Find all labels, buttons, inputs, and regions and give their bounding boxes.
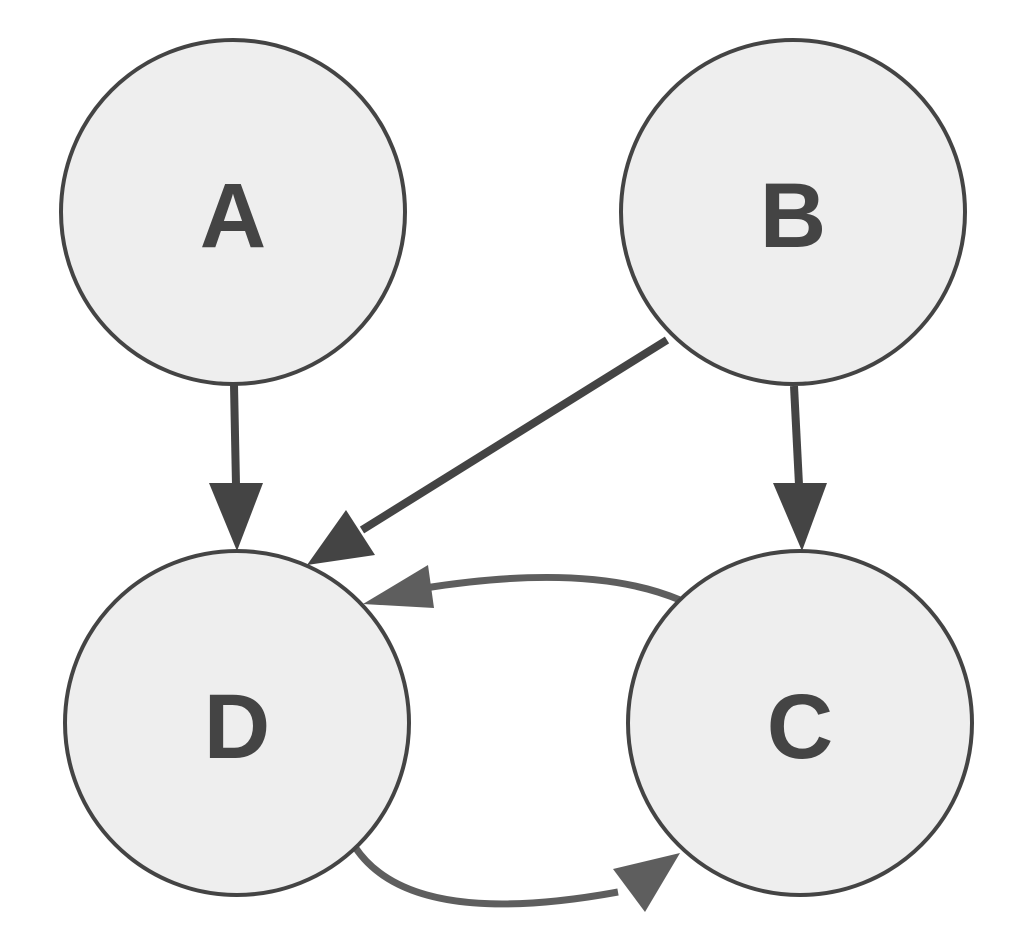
node-d[interactable]: D xyxy=(63,549,411,897)
node-d-label: D xyxy=(204,676,270,778)
node-c[interactable]: C xyxy=(626,549,974,897)
arrowhead-d-to-c xyxy=(613,853,680,912)
node-a[interactable]: A xyxy=(59,38,407,386)
node-c-circle xyxy=(626,549,974,897)
edges xyxy=(209,336,827,912)
arrowhead-b-to-d xyxy=(307,510,375,565)
node-b-label: B xyxy=(760,165,826,267)
edge-b-to-d xyxy=(307,336,670,565)
edge-b-to-c xyxy=(773,385,827,551)
node-b-circle xyxy=(619,38,967,386)
node-a-circle xyxy=(59,38,407,386)
edge-a-to-d xyxy=(209,384,263,551)
arrowhead-a-to-d xyxy=(209,483,263,551)
edge-d-to-c xyxy=(352,845,680,912)
edge-c-to-d xyxy=(363,565,682,608)
node-d-circle xyxy=(63,549,411,897)
node-a-label: A xyxy=(200,165,266,267)
node-c-label: C xyxy=(767,676,833,778)
node-b[interactable]: B xyxy=(619,38,967,386)
arrowhead-c-to-d xyxy=(363,565,434,608)
arrowhead-b-to-c xyxy=(773,483,827,551)
nodes: A B C D xyxy=(59,38,974,897)
